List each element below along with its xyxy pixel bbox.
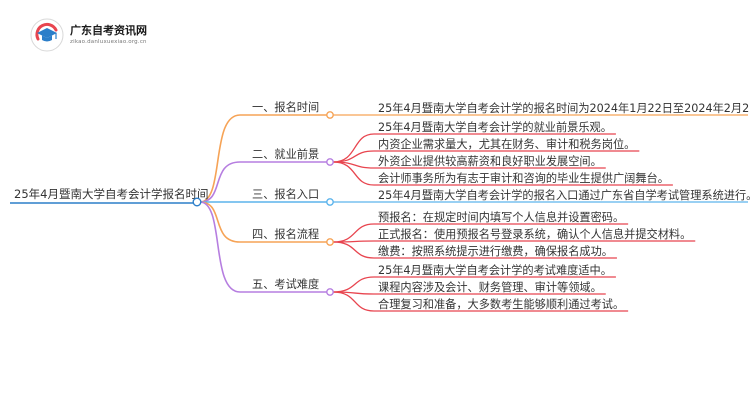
branch-node-dot bbox=[326, 238, 334, 246]
leaf-label: 预报名：在规定时间内填写个人信息并设置密码。 bbox=[378, 210, 624, 224]
branch-label: 三、报名入口 bbox=[252, 187, 319, 201]
branch-label: 四、报名流程 bbox=[252, 227, 319, 241]
leaf-label: 25年4月暨南大学自考会计学的考试难度适中。 bbox=[378, 263, 612, 277]
branch-connector bbox=[199, 201, 241, 293]
leaf-connector bbox=[332, 276, 375, 293]
branch-connector bbox=[199, 201, 241, 243]
branch-connector bbox=[199, 114, 241, 203]
leaf-label: 外资企业提供较高薪资和良好职业发展空间。 bbox=[378, 154, 602, 168]
graduation-cap-icon bbox=[30, 18, 64, 52]
branch-node-dot bbox=[326, 158, 334, 166]
leaf-connector bbox=[332, 291, 375, 312]
leaf-connector bbox=[332, 223, 375, 243]
leaf-label: 25年4月暨南大学自考会计学的报名时间为2024年1月22日至2024年2月2日… bbox=[378, 101, 750, 115]
leaf-label: 课程内容涉及会计、财务管理、审计等领域。 bbox=[378, 280, 602, 294]
branch-node-dot bbox=[326, 198, 334, 206]
branch-node-dot bbox=[326, 288, 334, 296]
leaf-connector bbox=[332, 241, 375, 259]
leaf-connector bbox=[332, 161, 375, 186]
leaf-label: 合理复习和准备，大多数考生能够顺利通过考试。 bbox=[378, 297, 624, 311]
branch-label: 五、考试难度 bbox=[252, 277, 319, 291]
leaf-label: 正式报名：使用预报名号登录系统，确认个人信息并提交材料。 bbox=[378, 227, 691, 241]
leaf-label: 内资企业需求量大，尤其在财务、审计和税务岗位。 bbox=[378, 137, 635, 151]
leaf-label: 会计师事务所为有志于审计和咨询的毕业生提供广阔舞台。 bbox=[378, 171, 669, 185]
leaf-connector bbox=[332, 150, 375, 163]
leaf-label: 25年4月暨南大学自考会计学的报名入口通过广东省自学考试管理系统进行。 bbox=[378, 188, 750, 202]
leaf-label: 缴费：按照系统提示进行缴费，确保报名成功。 bbox=[378, 244, 613, 258]
site-logo[interactable]: 广东自考资讯网 zikao.danluxuexiao.org.cn bbox=[30, 18, 147, 52]
root-node-dot bbox=[192, 197, 202, 207]
leaf-label: 25年4月暨南大学自考会计学的就业前景乐观。 bbox=[378, 120, 612, 134]
brand-url: zikao.danluxuexiao.org.cn bbox=[70, 39, 147, 45]
branch-label: 一、报名时间 bbox=[252, 100, 319, 114]
root-topic: 25年4月暨南大学自考会计学报名时间 bbox=[14, 187, 208, 201]
branch-connector bbox=[199, 161, 241, 203]
brand-name: 广东自考资讯网 bbox=[70, 24, 147, 37]
branch-node-dot bbox=[326, 111, 334, 119]
branch-label: 二、就业前景 bbox=[252, 147, 319, 161]
